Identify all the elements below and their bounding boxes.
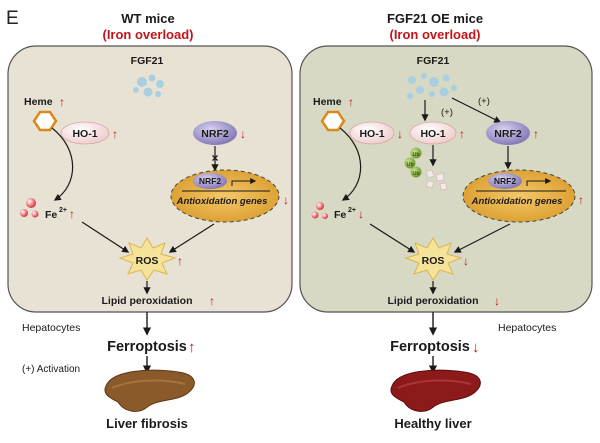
- right-nrf2-label: NRF2: [494, 128, 522, 140]
- right-fgf21-to-nrf2-arrow: [451, 97, 502, 123]
- left-title: WT mice: [121, 11, 174, 26]
- left-ho1-node: [60, 121, 110, 145]
- right-subtitle: (Iron overload): [389, 27, 480, 42]
- right-hepatocytes-label: Hepatocytes: [498, 322, 556, 334]
- right-antiox-label: Antioxidation genes: [471, 196, 563, 207]
- right-antiox-up-arrow: ↑: [578, 193, 584, 207]
- left-antiox-label: Antioxidation genes: [176, 196, 268, 207]
- left-outcome-label: Liver fibrosis: [106, 416, 188, 431]
- left-nrf2-nuclear-label: NRF2: [199, 176, 221, 186]
- right-fe-superscript: 2+: [348, 207, 356, 214]
- right-ho1-label: HO-1: [420, 128, 445, 140]
- right-healthy-liver-icon: [390, 369, 481, 412]
- right-lipid-down-arrow: ↓: [494, 294, 500, 308]
- right-heme-label: Heme: [313, 96, 342, 108]
- left-lipid-label: Lipid peroxidation: [102, 295, 193, 307]
- left-fe-up-arrow: ↑: [69, 207, 75, 221]
- right-title: FGF21 OE mice: [387, 11, 483, 26]
- right-ros-label: ROS: [422, 255, 445, 267]
- right-degraded-fragments: [425, 169, 448, 191]
- right-outcome-label: Healthy liver: [394, 416, 471, 431]
- right-ho1-up-arrow: ↑: [459, 127, 465, 141]
- right-heme-icon: [320, 110, 346, 132]
- right-liver-highlight: [397, 379, 472, 389]
- right-fe-to-ros-arrow: [369, 223, 416, 253]
- right-cell: [299, 45, 593, 313]
- left-cell: [7, 45, 293, 313]
- left-fgf21-label: FGF21: [131, 55, 164, 67]
- left-antiox-to-ros-arrow: [168, 223, 215, 253]
- right-plus-b: (+): [478, 96, 490, 107]
- right-nrf2-nuclear-label: NRF2: [494, 176, 516, 186]
- left-fe-icon: [20, 198, 39, 218]
- right-ub-3: Ub: [412, 171, 419, 177]
- left-heme-up-arrow: ↑: [59, 95, 65, 109]
- right-fe-icon: [311, 202, 328, 219]
- left-ho1-label: HO-1: [72, 128, 97, 140]
- left-ros-node: [118, 237, 177, 281]
- left-heme-icon: [32, 110, 58, 132]
- right-fe-down-arrow: ↓: [358, 207, 364, 221]
- right-ub-1: Ub: [412, 152, 419, 158]
- right-ho1-left-node: [349, 121, 395, 145]
- right-heme-up-arrow: ↑: [348, 95, 354, 109]
- right-nrf2-node: [486, 121, 530, 145]
- right-antiox-to-ros-arrow: [453, 223, 511, 253]
- left-lipid-up-arrow: ↑: [209, 294, 215, 308]
- legend-activation: (+) Activation: [22, 364, 80, 375]
- right-fe-label: Fe: [334, 209, 346, 221]
- left-hepatocytes-label: Hepatocytes: [22, 322, 80, 334]
- left-liver-fibrosis-icon: [104, 369, 195, 412]
- left-ferroptosis-label: Ferroptosis: [107, 339, 187, 355]
- right-transcription-arrow: [526, 178, 552, 186]
- left-antiox-down-arrow: ↓: [283, 193, 289, 207]
- left-nrf2-down-arrow: ↓: [240, 127, 246, 141]
- right-ho1-left-down-arrow: ↓: [397, 127, 403, 141]
- right-ferroptosis-label: Ferroptosis: [390, 339, 470, 355]
- left-transcription-arrow: [231, 178, 257, 186]
- left-subtitle: (Iron overload): [102, 27, 193, 42]
- left-ho1-up-arrow: ↑: [112, 127, 118, 141]
- left-ros-label: ROS: [136, 255, 159, 267]
- right-ho1-node: [409, 121, 457, 145]
- left-heme-to-fe-arrow: [51, 127, 74, 201]
- right-ub-2: Ub: [406, 162, 413, 168]
- right-plus-a: (+): [441, 107, 453, 118]
- left-nrf2-node: [193, 121, 237, 145]
- left-ros-up-arrow: ↑: [177, 254, 183, 268]
- right-nrf2-nuclear: [488, 173, 522, 189]
- right-ho1-left-label: HO-1: [359, 128, 384, 140]
- left-fe-superscript: 2+: [59, 207, 67, 214]
- left-fgf21-particles: [133, 74, 164, 97]
- left-fe-to-ros-arrow: [81, 221, 130, 253]
- left-fe-label: Fe: [45, 209, 57, 221]
- left-block-mark: ×: [211, 151, 218, 165]
- right-fgf21-particles: [407, 73, 457, 99]
- left-nrf2-label: NRF2: [201, 128, 229, 140]
- right-nrf2-up-arrow: ↑: [533, 127, 539, 141]
- right-ubiquitin-chain: [404, 147, 422, 178]
- left-liver-highlight: [111, 379, 186, 389]
- right-ros-node: [404, 237, 463, 281]
- right-heme-to-fe-arrow: [339, 127, 362, 201]
- right-ferroptosis-down-arrow: ↓: [472, 339, 480, 356]
- right-ros-down-arrow: ↓: [463, 254, 469, 268]
- right-lipid-label: Lipid peroxidation: [388, 295, 479, 307]
- left-ferroptosis-up-arrow: ↑: [188, 339, 196, 356]
- right-fgf21-label: FGF21: [417, 55, 450, 67]
- panel-letter: E: [6, 8, 19, 29]
- left-heme-label: Heme: [24, 96, 53, 108]
- left-nrf2-nuclear: [193, 173, 227, 189]
